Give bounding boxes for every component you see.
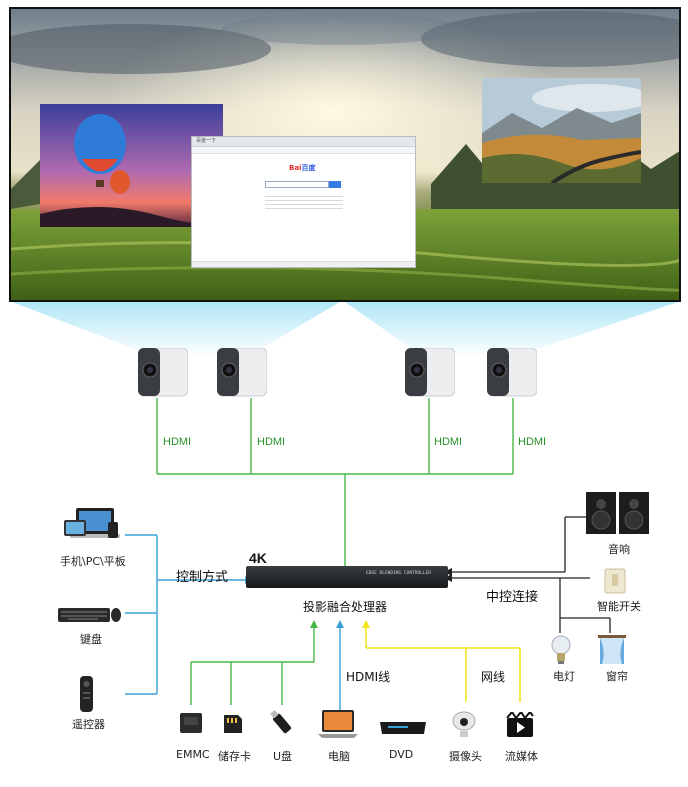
projector-1 [138,348,188,397]
lamp-label: 电灯 [553,670,575,683]
projector-4 [487,348,537,397]
streaming-media-icon [506,712,534,737]
central-control-lines [449,516,611,633]
control-method-label: 控制方式 [176,570,229,585]
beam-left [12,302,340,355]
storage-input-lines [190,624,315,705]
hdmi-output-lines [156,398,514,566]
streaming-media-label: 流媒体 [505,750,538,763]
speaker-label: 音响 [608,543,630,556]
keyboard-icon [58,608,121,622]
hdmi-label-2: HDMI [257,436,286,448]
hdmi-label-1: HDMI [163,436,192,448]
control-lines [125,534,341,710]
hot-list [265,193,343,211]
baidu-logo: Bai百度 [289,164,316,172]
smart-switch-label: 智能开关 [597,600,641,613]
hdmi-cable-label: HDMI线 [346,670,391,684]
projector-3 [405,348,455,397]
controller-4k-badge: 4K [249,550,267,566]
baidu-search-input[interactable] [265,181,329,188]
curtain-label: 窗帘 [606,670,628,683]
camera-label: 摄像头 [449,750,482,763]
beam-right [345,302,678,355]
phone-pc-tablet-label: 手机\PC\平板 [60,555,126,568]
laptop-icon [318,710,358,738]
curtain-icon [598,635,626,664]
sd-card-icon [224,715,242,733]
controller-front-text: EDGE BLENDING CONTROLLER [366,571,432,576]
lamp-icon [551,635,571,664]
road-image-window [482,78,641,183]
baidu-search-button[interactable] [329,181,341,188]
browser-status-bar [192,261,415,267]
projector-2 [217,348,267,397]
hdmi-label-3: HDMI [434,436,463,448]
phone-pc-tablet-icon [64,508,120,538]
remote-control-label: 遥控器 [72,718,105,731]
usb-drive-icon [270,710,292,734]
laptop-label: 电脑 [328,750,350,763]
controller-label: 投影融合处理器 [303,600,388,614]
remote-control-icon [80,676,93,712]
camera-icon [452,711,476,737]
smart-switch-icon [604,568,626,594]
keyboard-label: 键盘 [80,633,102,646]
hdmi-label-4: HDMI [518,436,547,448]
projector-beams [12,302,678,355]
network-lines [365,624,521,702]
browser-tab-bar: 百度一下 [192,137,415,147]
dvd-player-icon [380,722,426,734]
network-cable-label: 网线 [481,670,506,684]
usb-drive-label: U盘 [273,750,293,763]
browser-window: 百度一下 Bai百度 [191,136,416,268]
sd-card-label: 储存卡 [218,750,251,763]
speaker-icon [586,492,649,534]
central-control-label: 中控连接 [486,590,539,605]
edge-blending-controller: EDGE BLENDING CONTROLLER [246,566,448,588]
projection-screen: 百度一下 Bai百度 [9,7,681,302]
dvd-player-label: DVD [389,748,414,761]
browser-address-bar [192,147,415,154]
emmc-label: EMMC [176,748,210,761]
emmc-icon [180,713,202,733]
